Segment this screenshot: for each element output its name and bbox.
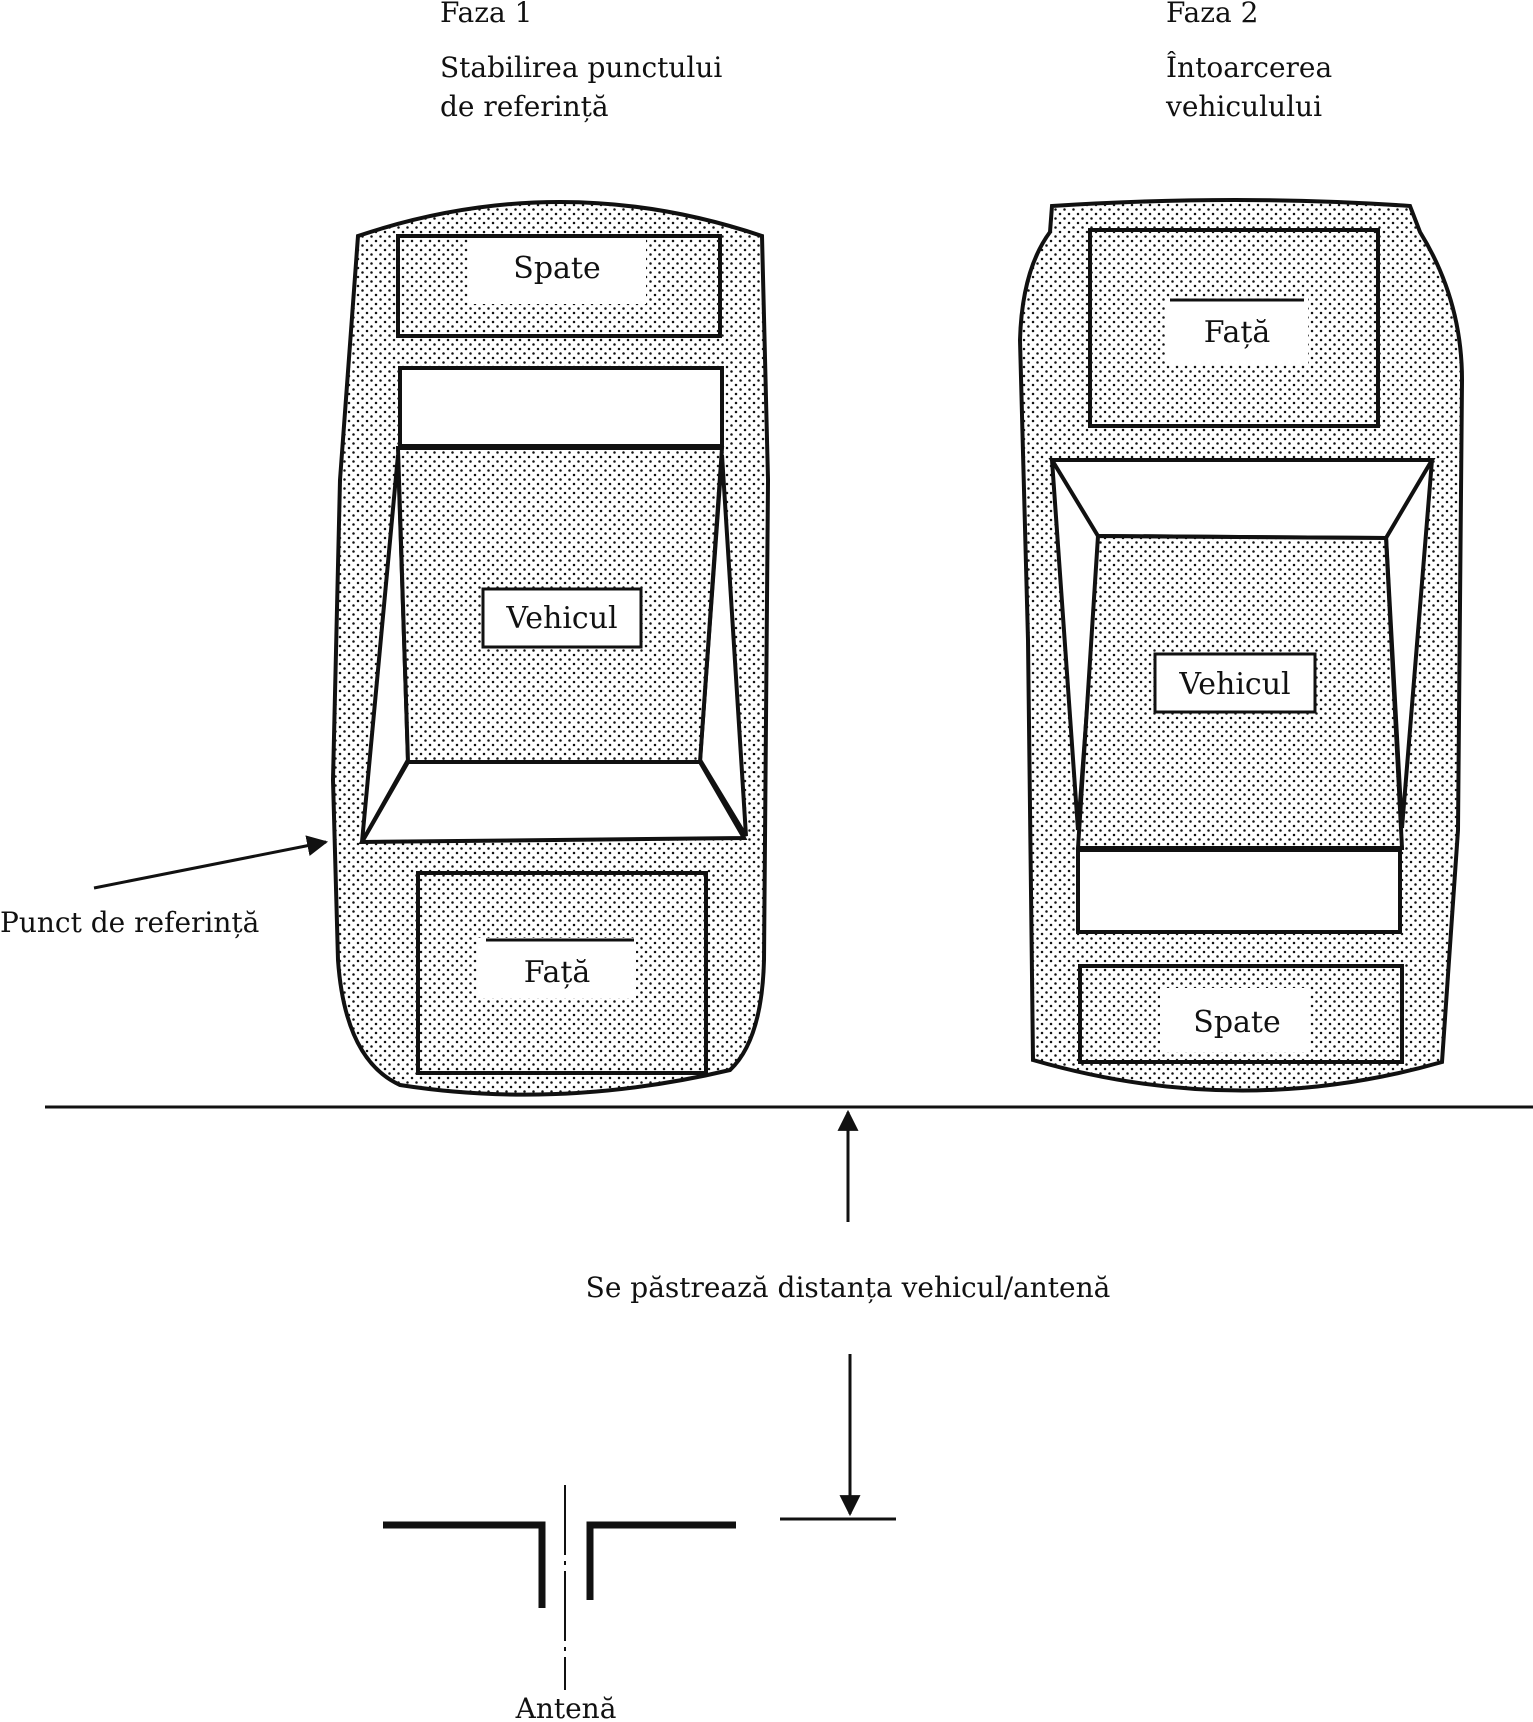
phase2-title: Faza 2: [1166, 0, 1258, 29]
car2-rear-label: Spate: [1193, 1005, 1280, 1040]
antenna-left-element: [383, 1521, 546, 1608]
car-phase2: Față Vehicul Spate: [1017, 198, 1465, 1093]
car1-front-label-box: [478, 938, 636, 998]
phase2-line1: Întoarcerea: [1166, 51, 1332, 84]
car1-rear-label-box: [468, 238, 646, 304]
car1-body-label: Vehicul: [505, 601, 617, 636]
phase1-header: Faza 1 Stabilirea punctului de referință: [440, 0, 722, 123]
phase1-title: Faza 1: [440, 0, 532, 29]
car1-front-label: Față: [524, 955, 591, 990]
antenna-label: Antenă: [515, 1692, 617, 1722]
antenna-right-element: [586, 1521, 736, 1600]
distance-dimension: Se păstrează distanța vehicul/antenă: [586, 1109, 1111, 1521]
car2-front-label: Față: [1204, 315, 1271, 350]
phase2-header: Faza 2 Întoarcerea vehiculului: [1165, 0, 1332, 123]
car-phase1: Spate Vehicul Față: [330, 200, 771, 1097]
car2-body-label: Vehicul: [1178, 667, 1290, 702]
car2-body-label-box: [1153, 652, 1317, 714]
car1-body-label-box: [481, 587, 643, 649]
phase1-line2: de referință: [440, 90, 609, 123]
phase2-line2: vehiculului: [1165, 90, 1322, 123]
car1-rear-label: Spate: [513, 251, 600, 286]
reference-point-label: Punct de referință: [0, 906, 259, 939]
reference-point-arrow: [93, 835, 329, 890]
car2-rear-window: [1076, 848, 1402, 934]
reference-point-callout: Punct de referință: [0, 835, 329, 939]
car2-windshield: [1048, 458, 1436, 541]
antenna-symbol: Antenă: [383, 1485, 736, 1722]
car2-front-label-box: [1166, 298, 1308, 364]
phase1-line1: Stabilirea punctului: [440, 51, 722, 84]
car2-rear-label-box: [1160, 988, 1310, 1052]
distance-label: Se păstrează distanța vehicul/antenă: [586, 1271, 1111, 1304]
car1-windshield: [358, 760, 748, 845]
car1-rear-window: [398, 366, 724, 448]
